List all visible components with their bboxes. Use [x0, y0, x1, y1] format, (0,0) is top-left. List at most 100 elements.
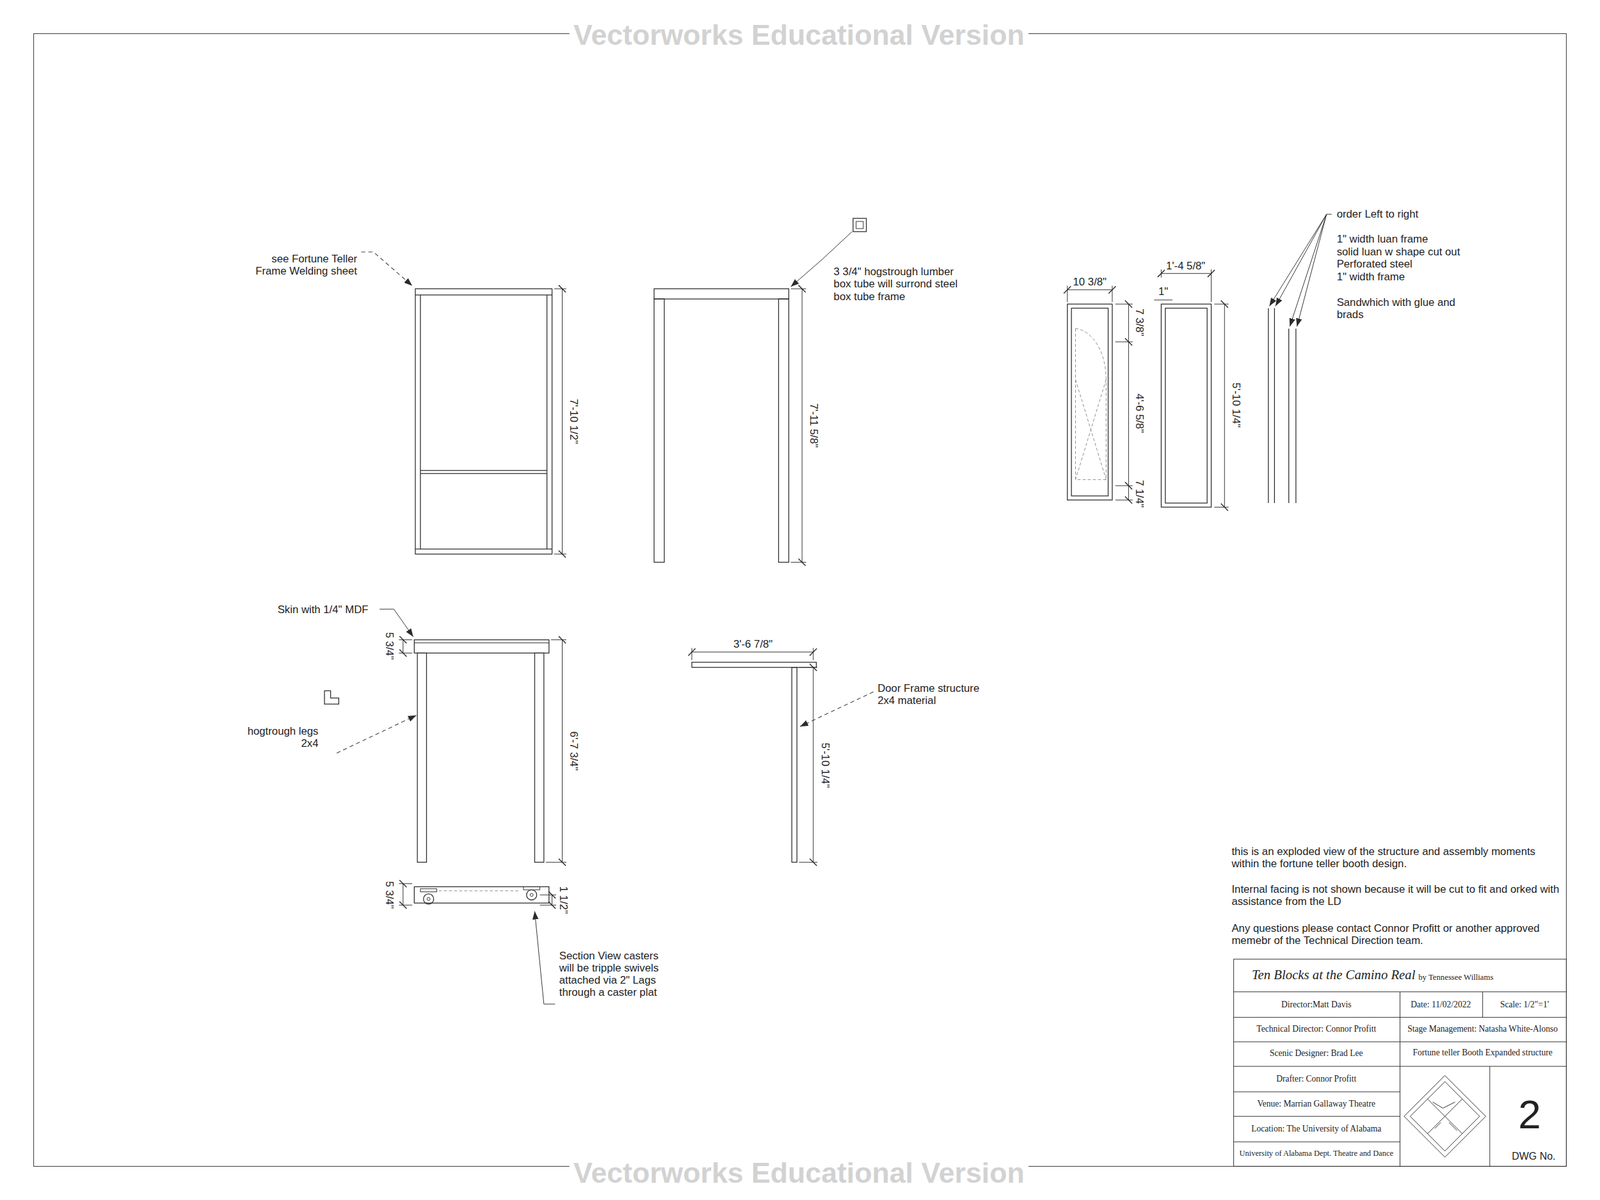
extension-line: [545, 640, 567, 863]
drawing-number-label: DWG No.: [1511, 1150, 1556, 1162]
dimension-line: [551, 894, 553, 905]
dimension-line: [402, 883, 404, 905]
drawing-number: 2: [1518, 1090, 1541, 1138]
door-post: [791, 667, 797, 863]
watermark: Vectorworks Educational Version: [569, 1157, 1029, 1190]
panel-outline: [1160, 304, 1211, 507]
dimension-line: [402, 640, 404, 654]
door-header: [691, 662, 817, 668]
general-note: this is an exploded view of the structur…: [1231, 844, 1560, 870]
dimension: 3'-6 7/8": [733, 637, 773, 650]
dimension-line: [561, 288, 563, 555]
extension-line: [1160, 269, 1211, 303]
title-cell: Scale: 1/2"=1': [1500, 1000, 1549, 1011]
dimension-line: [1128, 304, 1129, 342]
logo-mark: [1409, 1081, 1480, 1151]
callout-note: Door Frame structure 2x4 material: [877, 681, 992, 706]
dimension-line: [812, 667, 814, 863]
dimension-line: [1224, 304, 1225, 507]
caster-base: [398, 883, 557, 1005]
panel-inner: [1165, 308, 1208, 504]
extension-line: [1214, 304, 1229, 507]
caster-plate: [523, 887, 541, 891]
panel-outline: [1067, 304, 1113, 500]
title-cell: Location: The University of Alabama: [1251, 1124, 1382, 1135]
panel-inner: [1071, 308, 1108, 496]
title-cell: Technical Director: Connor Profitt: [1256, 1024, 1376, 1035]
leader-line: [534, 911, 555, 1005]
dimension: 1'-4 5/8": [1166, 259, 1206, 272]
title-cell: Fortune teller Booth Expanded structure: [1412, 1048, 1552, 1059]
dimension: 7'-10 1/2": [568, 398, 581, 445]
dimension: 10 3/8": [1073, 275, 1107, 288]
dimension-line: [1153, 299, 1173, 301]
extension-line: [791, 288, 807, 562]
front-frame: [360, 252, 566, 555]
dimension-line: [801, 288, 803, 562]
section-hatch: [439, 890, 521, 891]
caster-wheel: [423, 894, 434, 905]
callout-note: Section View casters will be tripple swi…: [559, 949, 676, 999]
title-cell: Scenic Designer: Brad Lee: [1269, 1048, 1364, 1060]
panel-frame: [1153, 269, 1229, 507]
title-cell: Drafter: Connor Profitt: [1276, 1074, 1357, 1085]
box-tube-symbol: [853, 218, 867, 232]
logo-mark: [1432, 1102, 1458, 1131]
callout-note: hogtrough legs 2x4: [236, 724, 319, 749]
leader-line: [360, 252, 413, 287]
door-frame: [691, 647, 874, 863]
title-cell: Director:Matt Davis: [1281, 1000, 1352, 1011]
callout-note: see Fortune Teller Frame Welding sheet: [247, 252, 358, 277]
title-cell: University of Alabama Dept. Theatre and …: [1239, 1149, 1394, 1159]
frame-members: [415, 295, 553, 550]
frame-outline: [415, 288, 553, 555]
dimension: 6'-7 3/4": [568, 731, 581, 771]
dimension-line: [1067, 289, 1113, 290]
dimension-line: [561, 640, 563, 863]
leg: [417, 652, 427, 863]
title-block: [1233, 959, 1567, 1167]
layer-stack: [1268, 214, 1332, 504]
extension-line: [539, 894, 557, 905]
layer-name: Perforated steel: [1336, 257, 1413, 270]
extension-line: [554, 288, 567, 555]
extension-line: [398, 883, 413, 905]
extension-line: [798, 667, 818, 863]
leader-line: [1289, 214, 1327, 327]
play-author: by Tennessee Williams: [1418, 972, 1494, 983]
dimension: 1 1/2": [558, 886, 571, 914]
watermark: Vectorworks Educational Version: [569, 19, 1029, 52]
dimension-line: [691, 651, 814, 653]
general-note: Internal facing is not shown because it …: [1231, 882, 1560, 907]
general-note: Any questions please contact Connor Prof…: [1231, 921, 1560, 946]
layer-name: 1" width frame: [1336, 270, 1405, 283]
cut-out-shape: [1075, 328, 1106, 480]
callout-note: Skin with 1/4" MDF: [277, 602, 369, 616]
dimension-line: [1128, 485, 1129, 500]
leader-line: [1296, 214, 1327, 327]
dimension: 1": [1158, 284, 1168, 297]
title-cell: Venue: Marrian Gallaway Theatre: [1256, 1098, 1376, 1110]
leg: [534, 652, 544, 863]
layer-name: solid luan w shape cut out: [1336, 245, 1461, 258]
mdf-skin-line: [414, 642, 549, 644]
dimension: 5'-10 1/4": [1230, 382, 1243, 429]
dimension-line: [1128, 341, 1129, 486]
top-rail: [654, 288, 789, 299]
title-block-border: [1233, 959, 1567, 1167]
leg: [654, 298, 665, 562]
leg: [778, 298, 790, 562]
hogtrough-symbol: [324, 690, 339, 704]
play-title: Ten Blocks at the Camino Real: [1251, 967, 1416, 984]
title-cell: Stage Management: Natasha White-Alonso: [1407, 1024, 1558, 1035]
leader-line: [336, 715, 416, 754]
table-frame: [324, 609, 567, 863]
base-section: [414, 887, 549, 904]
title-cell: Date: 11/02/2022: [1410, 1000, 1471, 1011]
caster-hub: [426, 897, 431, 901]
dimension: 7'-11 5/8": [808, 403, 821, 448]
extension-line: [1115, 304, 1133, 500]
dimension: 7 1/4": [1133, 480, 1146, 508]
